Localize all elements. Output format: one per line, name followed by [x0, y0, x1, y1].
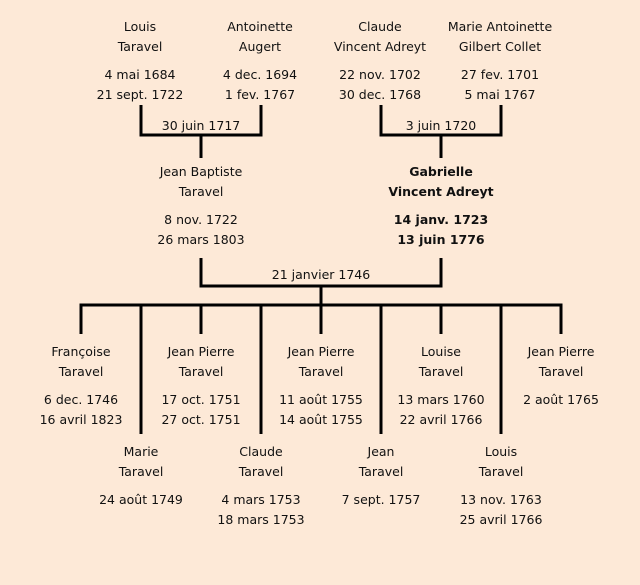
person-first-name: Gabrielle: [409, 164, 473, 179]
person-death: 21 sept. 1722: [96, 87, 184, 102]
person-death: 16 avril 1823: [39, 412, 123, 427]
marriage-date: 30 juin 1717: [161, 118, 241, 133]
person-card[interactable]: Louis Taravel 4 mai 1684 21 sept. 1722: [80, 17, 200, 105]
person-card[interactable]: Jean Baptiste Taravel 8 nov. 1722 26 mar…: [141, 162, 261, 250]
person-card[interactable]: Marie Taravel 24 août 1749: [81, 442, 201, 510]
person-last-name: Taravel: [538, 364, 584, 379]
person-birth: 4 mars 1753: [221, 492, 301, 507]
person-card[interactable]: Jean Taravel 7 sept. 1757: [321, 442, 441, 510]
person-last-name: Taravel: [358, 464, 404, 479]
person-last-name: Taravel: [118, 464, 164, 479]
person-card[interactable]: Claude Taravel 4 mars 1753 18 mars 1753: [201, 442, 321, 530]
person-death: 5 mai 1767: [464, 87, 536, 102]
person-death: 13 juin 1776: [397, 232, 485, 247]
person-birth: 4 dec. 1694: [222, 67, 298, 82]
person-first-name: Louis: [123, 19, 157, 34]
person-birth: 2 août 1765: [523, 392, 599, 407]
person-last-name: Taravel: [58, 364, 104, 379]
person-birth: 13 mars 1760: [397, 392, 485, 407]
person-first-name: Louis: [484, 444, 518, 459]
person-last-name: Taravel: [238, 464, 284, 479]
person-death: 22 avril 1766: [399, 412, 483, 427]
person-last-name: Taravel: [418, 364, 464, 379]
person-card-highlighted[interactable]: Gabrielle Vincent Adreyt 14 janv. 1723 1…: [381, 162, 501, 250]
marriage-date: 21 janvier 1746: [271, 267, 371, 282]
person-last-name: Gilbert Collet: [458, 39, 542, 54]
person-last-name: Taravel: [478, 464, 524, 479]
person-death: 26 mars 1803: [157, 232, 245, 247]
person-birth: 4 mai 1684: [104, 67, 176, 82]
person-birth: 6 dec. 1746: [43, 392, 119, 407]
person-death: 25 avril 1766: [459, 512, 543, 527]
person-first-name: Claude: [239, 444, 283, 459]
person-card[interactable]: Antoinette Augert 4 dec. 1694 1 fev. 176…: [200, 17, 320, 105]
person-card[interactable]: Louise Taravel 13 mars 1760 22 avril 176…: [381, 342, 501, 430]
person-card[interactable]: Louis Taravel 13 nov. 1763 25 avril 1766: [441, 442, 561, 530]
person-card[interactable]: Claude Vincent Adreyt 22 nov. 1702 30 de…: [320, 17, 440, 105]
person-last-name: Taravel: [178, 184, 224, 199]
person-death: 18 mars 1753: [217, 512, 305, 527]
person-birth: 7 sept. 1757: [341, 492, 421, 507]
person-birth: 27 fev. 1701: [460, 67, 540, 82]
person-last-name: Augert: [238, 39, 282, 54]
person-birth: 24 août 1749: [99, 492, 183, 507]
person-first-name: Marie Antoinette: [447, 19, 553, 34]
person-card[interactable]: Jean Pierre Taravel 11 août 1755 14 août…: [261, 342, 381, 430]
person-last-name: Taravel: [298, 364, 344, 379]
person-card[interactable]: Françoise Taravel 6 dec. 1746 16 avril 1…: [21, 342, 141, 430]
person-first-name: Françoise: [51, 344, 111, 359]
person-first-name: Jean Pierre: [527, 344, 595, 359]
person-card[interactable]: Jean Pierre Taravel 17 oct. 1751 27 oct.…: [141, 342, 261, 430]
person-first-name: Marie: [123, 444, 159, 459]
person-birth: 14 janv. 1723: [393, 212, 489, 227]
person-first-name: Antoinette: [227, 19, 293, 34]
person-birth: 8 nov. 1722: [164, 212, 238, 227]
person-birth: 13 nov. 1763: [460, 492, 542, 507]
person-birth: 17 oct. 1751: [161, 392, 241, 407]
person-first-name: Jean: [367, 444, 395, 459]
person-first-name: Claude: [358, 19, 402, 34]
person-birth: 11 août 1755: [279, 392, 363, 407]
person-death: 14 août 1755: [279, 412, 363, 427]
person-last-name: Vincent Adreyt: [388, 184, 494, 199]
person-last-name: Taravel: [117, 39, 163, 54]
person-first-name: Jean Pierre: [287, 344, 355, 359]
person-first-name: Louise: [421, 344, 461, 359]
person-last-name: Taravel: [178, 364, 224, 379]
marriage-date: 3 juin 1720: [405, 118, 477, 133]
person-death: 30 dec. 1768: [338, 87, 422, 102]
person-death: 1 fev. 1767: [224, 87, 296, 102]
person-last-name: Vincent Adreyt: [333, 39, 427, 54]
person-first-name: Jean Baptiste: [159, 164, 243, 179]
person-card[interactable]: Jean Pierre Taravel 2 août 1765: [501, 342, 621, 410]
person-card[interactable]: Marie Antoinette Gilbert Collet 27 fev. …: [440, 17, 560, 105]
person-birth: 22 nov. 1702: [339, 67, 421, 82]
person-first-name: Jean Pierre: [167, 344, 235, 359]
person-death: 27 oct. 1751: [161, 412, 241, 427]
